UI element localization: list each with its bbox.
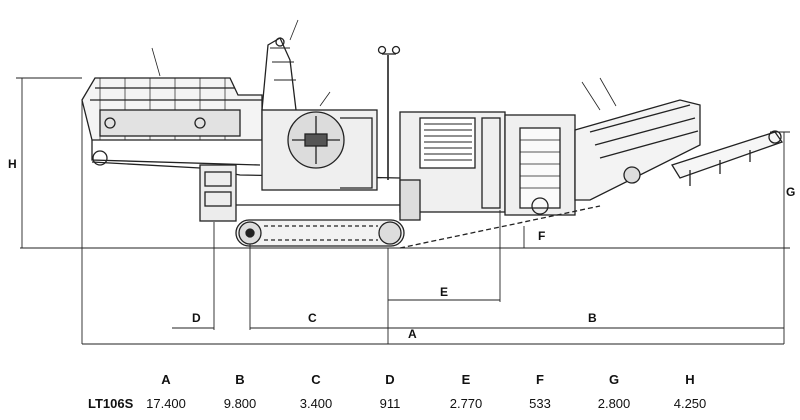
value-C: 3.400	[299, 396, 333, 411]
col-header-D: D	[385, 372, 395, 387]
power-unit	[399, 111, 506, 221]
value-D: 911	[379, 396, 401, 411]
col-header-G: G	[608, 372, 620, 387]
dim-label-H: H	[8, 157, 17, 171]
machine-dimension-drawing: H G F E D C B A	[8, 19, 795, 345]
dim-label-G: G	[786, 185, 795, 199]
value-H: 4.250	[673, 396, 707, 411]
crawler-tracks	[235, 219, 405, 247]
hydraulic-arm	[261, 19, 299, 111]
dim-label-F: F	[538, 229, 545, 243]
jaw-crusher	[261, 109, 378, 191]
dim-label-B: B	[588, 311, 597, 325]
value-E: 2.770	[449, 396, 483, 411]
model-name: LT106S	[88, 396, 134, 411]
light-mast	[377, 45, 401, 180]
main-conveyor	[399, 205, 601, 249]
value-G: 2.800	[597, 396, 631, 411]
rear-conveyor	[151, 47, 784, 201]
value-B: 9.800	[223, 396, 257, 411]
dim-label-A: A	[408, 327, 417, 341]
col-header-A: A	[161, 372, 171, 387]
screen-unit	[504, 114, 576, 216]
feed-hopper	[81, 77, 263, 166]
col-header-F: F	[536, 372, 544, 387]
value-F: 533	[529, 396, 551, 411]
col-header-E: E	[461, 372, 471, 387]
dim-label-C: C	[308, 311, 317, 325]
dim-label-D: D	[192, 311, 201, 325]
dim-label-E: E	[440, 285, 448, 299]
value-A: 17.400	[146, 396, 186, 411]
col-header-B: B	[235, 372, 245, 387]
col-header-C: C	[311, 372, 321, 387]
col-header-H: H	[685, 372, 695, 387]
spec-table: LT106S A B C D E F G H 17.400 9.800 3.40…	[0, 362, 800, 420]
